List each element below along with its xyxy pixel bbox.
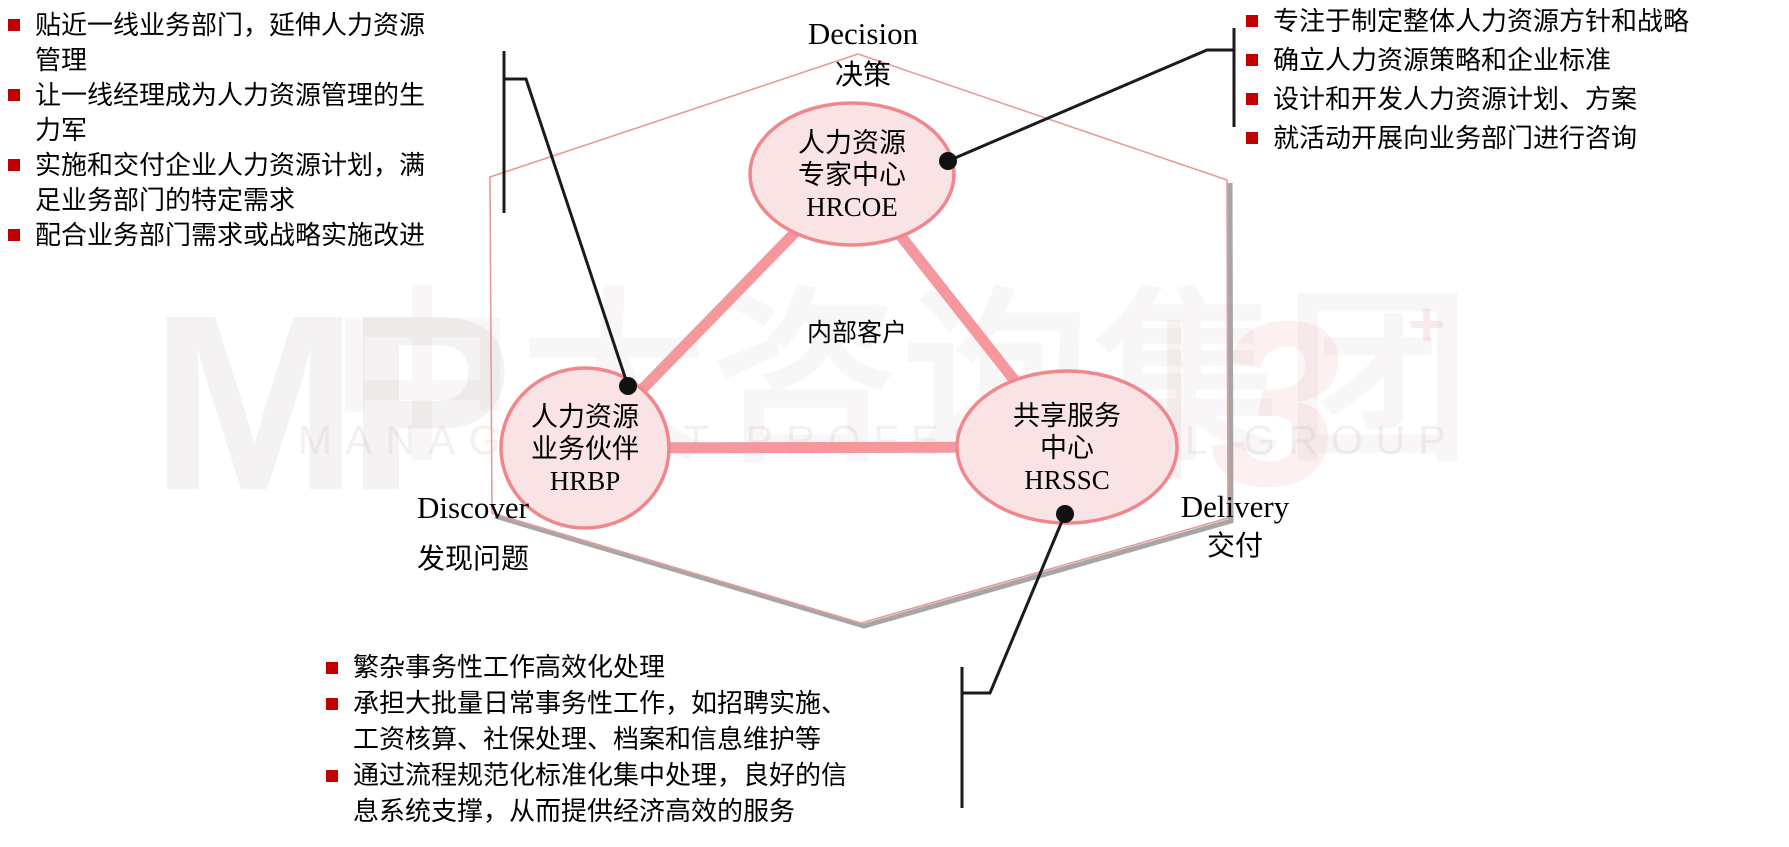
bullet-square-icon bbox=[8, 159, 20, 171]
label-decision-en: Decision bbox=[807, 16, 919, 51]
note-text: 配合业务部门需求或战略实施改进 bbox=[35, 221, 426, 250]
list-item: 配合业务部门需求或战略实施改进 bbox=[8, 218, 490, 253]
list-item: 设计和开发人力资源计划、方案 bbox=[1246, 80, 1786, 119]
hrssc-notes-list: 繁杂事务性工作高效化处理 承担大批量日常事务性工作，如招聘实施、 工资核算、社保… bbox=[326, 650, 1016, 830]
bullet-square-icon bbox=[1246, 132, 1258, 144]
hrcoe-line-3: HRCOE bbox=[806, 192, 898, 222]
list-item: 实施和交付企业人力资源计划，满 足业务部门的特定需求 bbox=[8, 148, 490, 218]
note-text: 通过流程规范化标准化集中处理，良好的信 息系统支撑，从而提供经济高效的服务 bbox=[353, 761, 848, 826]
list-item: 承担大批量日常事务性工作，如招聘实施、 工资核算、社保处理、档案和信息维护等 bbox=[326, 686, 1016, 758]
hrssc-callout-line bbox=[962, 513, 1067, 695]
hrcoe-line-2: 专家中心 bbox=[798, 160, 906, 190]
hexagon-outline bbox=[489, 53, 1229, 624]
label-decision-zh: 决策 bbox=[834, 60, 891, 91]
note-text: 贴近一线业务部门，延伸人力资源 管理 bbox=[35, 11, 426, 75]
bullet-square-icon bbox=[1246, 93, 1258, 105]
bullet-square-icon bbox=[326, 662, 338, 674]
hexagon-shadow-edges bbox=[494, 182, 1234, 629]
note-text: 设计和开发人力资源计划、方案 bbox=[1273, 85, 1638, 114]
bullet-square-icon bbox=[1246, 15, 1258, 27]
note-text: 专注于制定整体人力资源方针和战略 bbox=[1273, 7, 1690, 36]
note-text: 确立人力资源策略和企业标准 bbox=[1273, 46, 1612, 75]
label-discover-en: Discover bbox=[417, 490, 529, 525]
list-item: 专注于制定整体人力资源方针和战略 bbox=[1246, 2, 1786, 41]
note-text: 让一线经理成为人力资源管理的生 力军 bbox=[35, 81, 426, 145]
bullet-square-icon bbox=[326, 770, 338, 782]
hrbp-notes-list: 贴近一线业务部门，延伸人力资源 管理 让一线经理成为人力资源管理的生 力军 实施… bbox=[8, 8, 490, 253]
hrcoe-node-label: 人力资源 专家中心 HRCOE bbox=[742, 127, 962, 223]
hrbp-line-1: 人力资源 bbox=[531, 402, 639, 432]
note-text: 实施和交付企业人力资源计划，满 足业务部门的特定需求 bbox=[35, 151, 426, 215]
bullet-square-icon bbox=[8, 229, 20, 241]
hrssc-node-label: 共享服务 中心 HRSSC bbox=[957, 400, 1177, 496]
hrbp-callout-dot bbox=[619, 377, 637, 395]
label-internal-customer: 内部客户 bbox=[806, 320, 907, 347]
bullet-square-icon bbox=[8, 89, 20, 101]
note-text: 承担大批量日常事务性工作，如招聘实施、 工资核算、社保处理、档案和信息维护等 bbox=[353, 689, 848, 754]
note-text: 繁杂事务性工作高效化处理 bbox=[353, 653, 666, 682]
hrbp-line-3: HRBP bbox=[549, 466, 621, 496]
hrbp-ellipse bbox=[499, 366, 671, 530]
hrssc-ellipse bbox=[955, 369, 1179, 525]
watermark-company-name-en: MANAGEMENT PROFESSIONAL GROUP bbox=[298, 417, 1459, 463]
bullet-square-icon bbox=[8, 19, 20, 31]
list-item: 让一线经理成为人力资源管理的生 力军 bbox=[8, 78, 490, 148]
list-item: 通过流程规范化标准化集中处理，良好的信 息系统支撑，从而提供经济高效的服务 bbox=[326, 758, 1016, 830]
bullet-square-icon bbox=[326, 698, 338, 710]
hrbp-callout-line bbox=[504, 77, 630, 387]
bullet-square-icon bbox=[1246, 54, 1258, 66]
hrssc-line-2: 中心 bbox=[1040, 433, 1094, 463]
hrssc-callout-dot bbox=[1056, 505, 1074, 523]
list-item: 繁杂事务性工作高效化处理 bbox=[326, 650, 1016, 686]
hrbp-node-label: 人力资源 业务伙伴 HRBP bbox=[475, 401, 695, 497]
hrssc-line-3: HRSSC bbox=[1024, 465, 1110, 495]
label-delivery-en: Delivery bbox=[1180, 489, 1290, 524]
hrcoe-ellipse bbox=[748, 101, 956, 247]
hrcoe-notes-list: 专注于制定整体人力资源方针和战略 确立人力资源策略和企业标准 设计和开发人力资源… bbox=[1246, 2, 1786, 158]
watermark-plus-mark: + bbox=[1408, 288, 1446, 360]
hrbp-line-2: 业务伙伴 bbox=[531, 434, 639, 464]
label-delivery-zh: 交付 bbox=[1206, 531, 1263, 562]
note-text: 就活动开展向业务部门进行咨询 bbox=[1273, 124, 1638, 153]
hrcoe-line-1: 人力资源 bbox=[798, 128, 906, 158]
label-discover-zh: 发现问题 bbox=[416, 544, 529, 575]
hrssc-line-1: 共享服务 bbox=[1013, 401, 1121, 431]
list-item: 确立人力资源策略和企业标准 bbox=[1246, 41, 1786, 80]
list-item: 就活动开展向业务部门进行咨询 bbox=[1246, 119, 1786, 158]
list-item: 贴近一线业务部门，延伸人力资源 管理 bbox=[8, 8, 490, 78]
hrcoe-callout-dot bbox=[939, 152, 957, 170]
hrcoe-callout-line bbox=[947, 48, 1234, 163]
watermark-mp-logo: MP bbox=[150, 263, 513, 542]
